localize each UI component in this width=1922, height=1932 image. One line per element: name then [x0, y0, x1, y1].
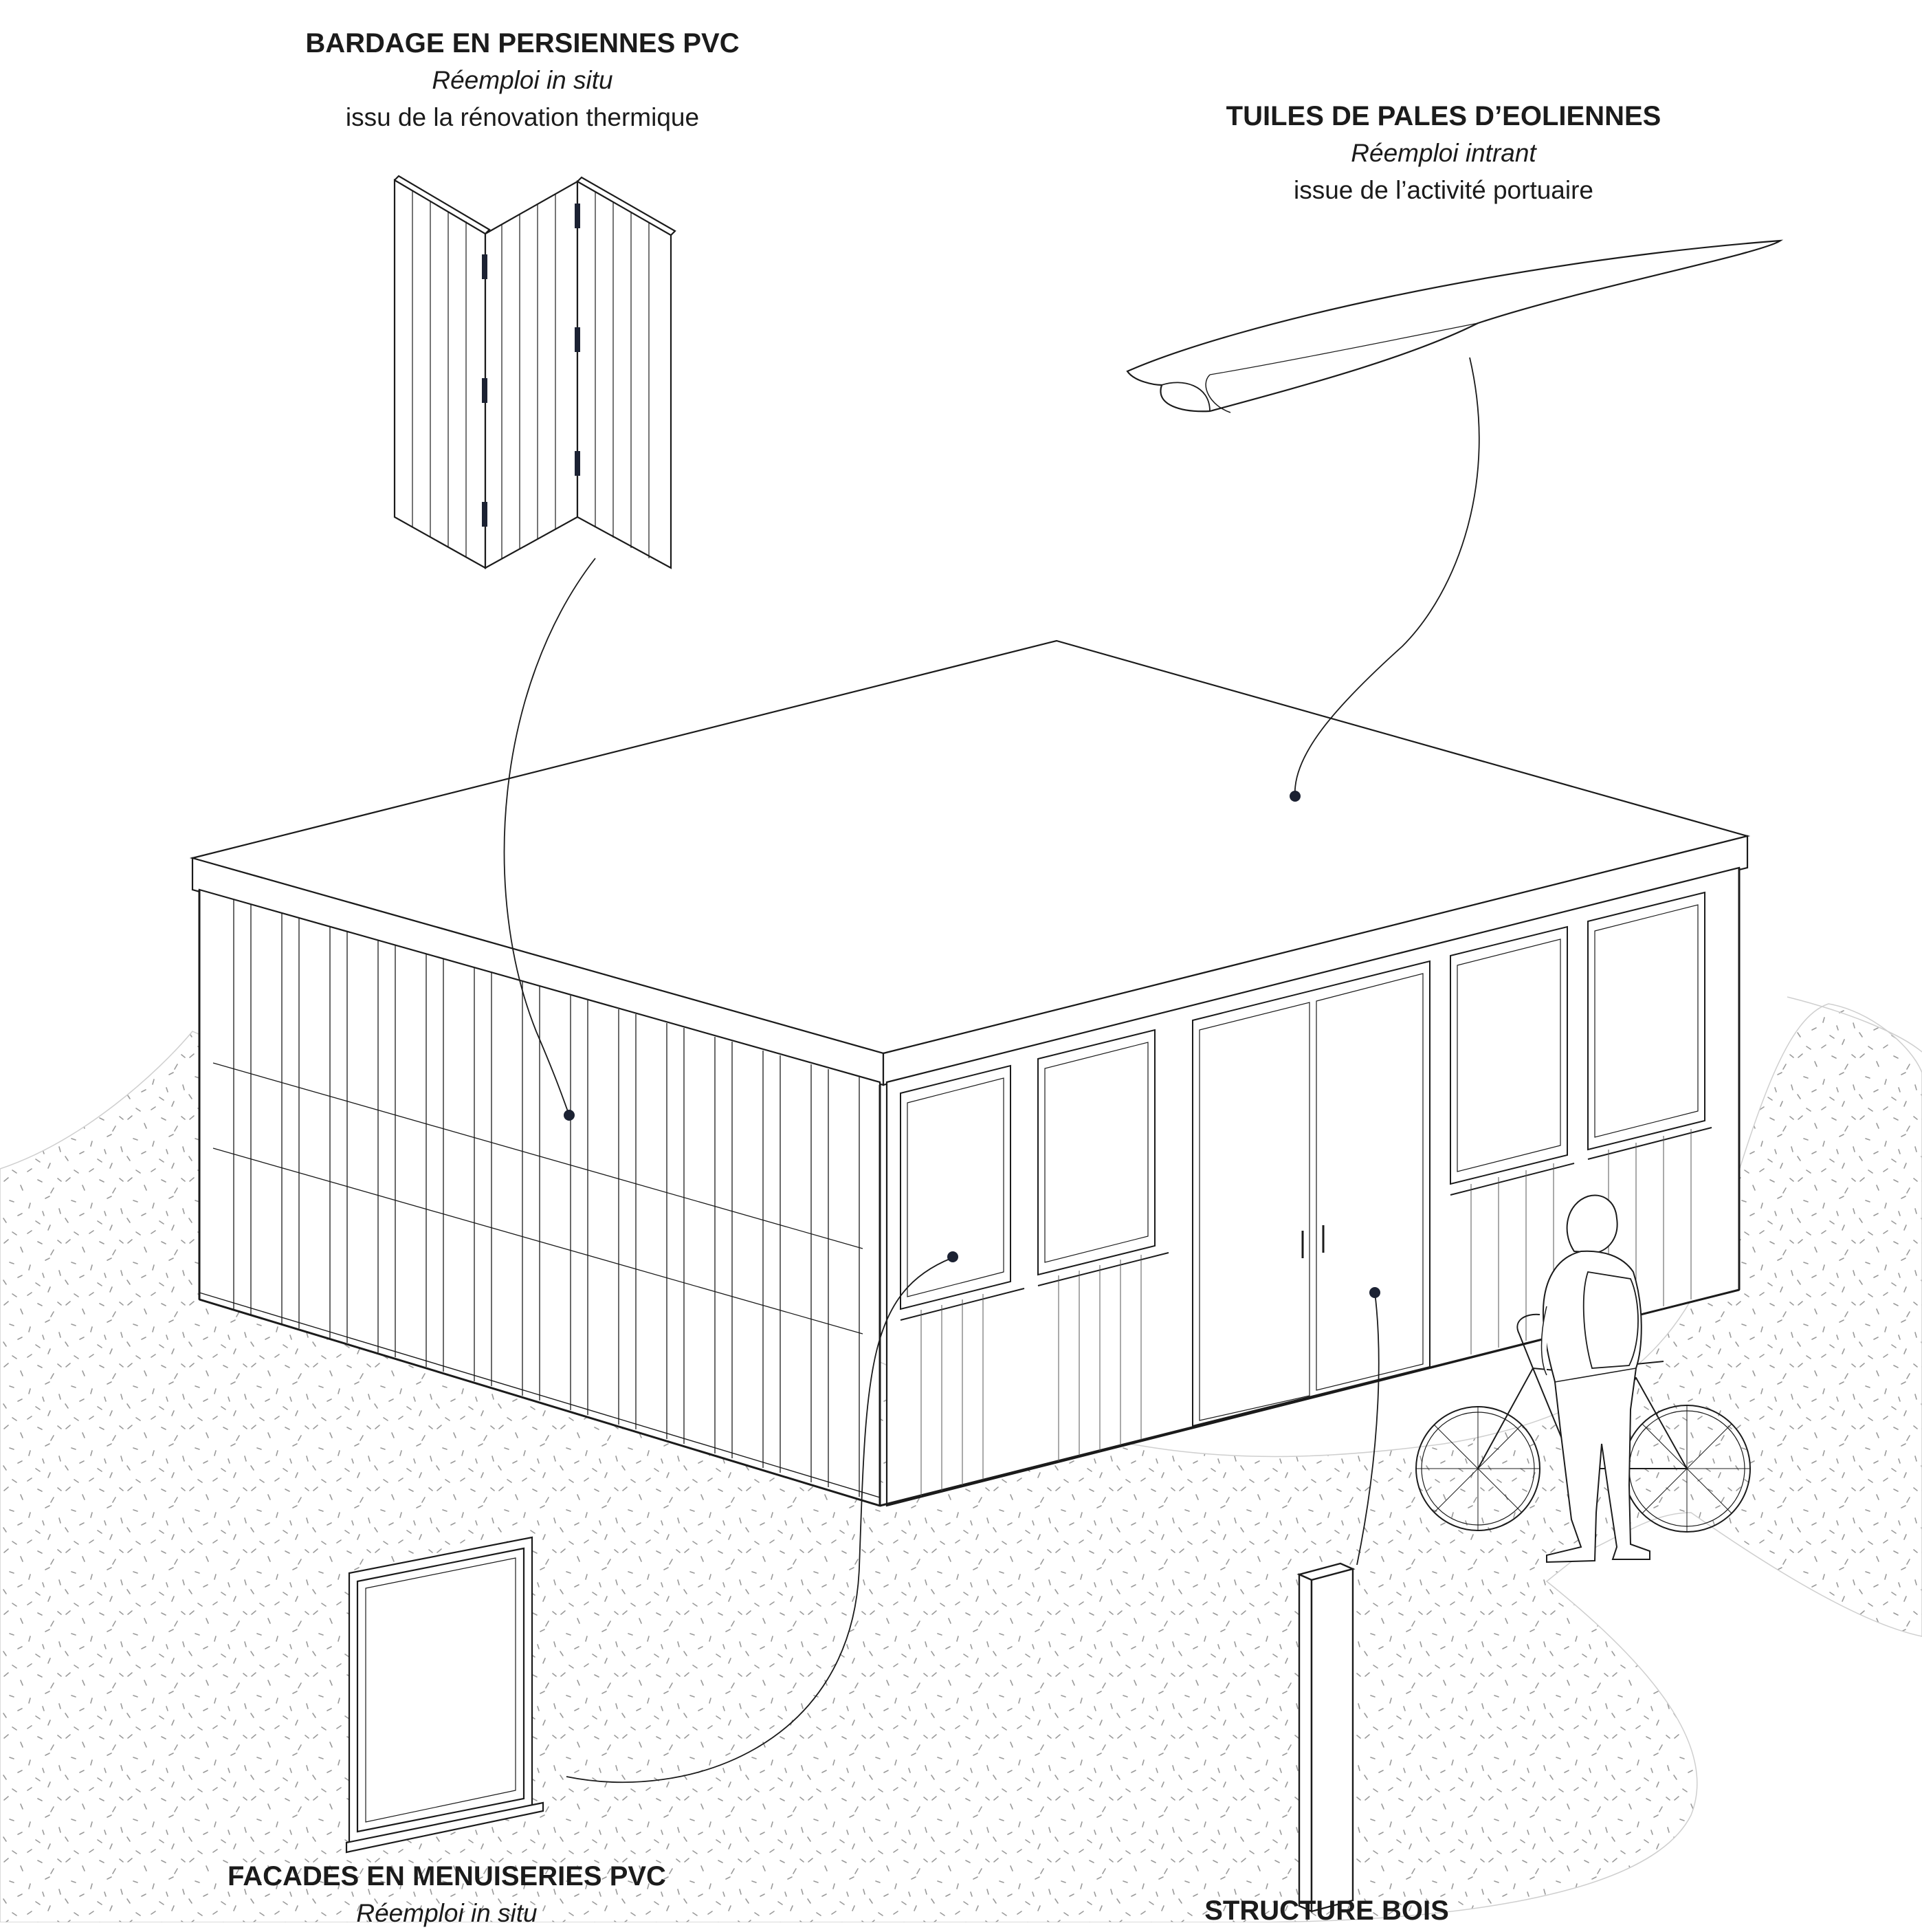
- person-with-backpack-icon: [1540, 1194, 1650, 1563]
- leader-tuiles: [1294, 357, 1480, 797]
- leader-lines: [503, 357, 1480, 1783]
- label-facades-title: FACADES EN MENUISERIES PVC: [228, 1861, 666, 1891]
- leader-facades: [566, 1258, 952, 1783]
- label-tuiles: TUILES DE PALES D’EOLIENNES Réemploi int…: [1169, 98, 1719, 209]
- label-facades: FACADES EN MENUISERIES PVC Réemploi in s…: [172, 1858, 722, 1932]
- label-tuiles-title: TUILES DE PALES D’EOLIENNES: [1226, 101, 1661, 131]
- marker-structure: [1369, 1287, 1380, 1298]
- building: [189, 639, 1751, 1507]
- label-bardage-subtitle: Réemploi in situ: [432, 66, 613, 94]
- label-facades-subtitle: Réemploi in situ: [356, 1899, 538, 1927]
- persiennes-slats: [212, 899, 863, 1497]
- label-tuiles-subtitle: Réemploi intrant: [1351, 139, 1536, 167]
- persiennes-panel-illustration: [393, 175, 676, 569]
- label-structure: STRUCTURE BOIS: [1052, 1892, 1602, 1929]
- label-bardage-detail: issu de la rénovation thermique: [345, 103, 700, 131]
- marker-bardage: [564, 1110, 575, 1121]
- glass-door: [1192, 960, 1431, 1427]
- marker-facades: [947, 1251, 958, 1262]
- label-structure-title: STRUCTURE BOIS: [1204, 1896, 1449, 1926]
- leader-bardage: [503, 558, 596, 1116]
- leader-markers: [564, 791, 1380, 1298]
- menuiserie-window-illustration: [345, 1536, 544, 1854]
- wood-post-illustration: [1296, 1562, 1356, 1913]
- label-tuiles-detail: issue de l’activité portuaire: [1294, 176, 1593, 204]
- wind-blade-illustration: [1126, 239, 1784, 413]
- marker-tuiles: [1290, 791, 1301, 802]
- label-bardage-title: BARDAGE EN PERSIENNES PVC: [305, 28, 740, 58]
- leader-structure: [1356, 1292, 1380, 1566]
- person-with-bicycle: [1415, 1194, 1751, 1563]
- label-bardage: BARDAGE EN PERSIENNES PVC Réemploi in si…: [247, 25, 797, 136]
